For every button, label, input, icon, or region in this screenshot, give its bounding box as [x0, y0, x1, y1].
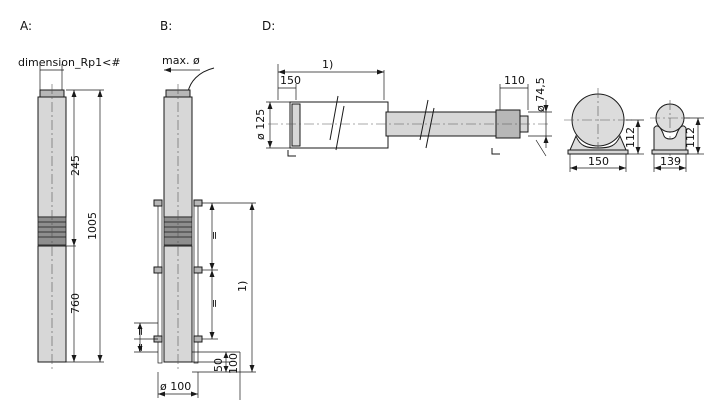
- cradle-1-saddle: [569, 134, 627, 151]
- dimension-150-left: 150: [280, 74, 301, 87]
- diameter-125: ø 125: [254, 109, 267, 140]
- cradle-1-width: 150: [588, 155, 609, 168]
- support-right: [491, 148, 500, 155]
- equal-mark-4: =: [134, 343, 147, 352]
- sleeve-flange: [291, 103, 301, 147]
- equal-mark-2: =: [208, 299, 221, 308]
- pump-a: [37, 84, 67, 370]
- view-d-label: D:: [262, 19, 275, 33]
- cradle-1-base: [567, 149, 629, 155]
- cradle-2-width: 139: [660, 155, 681, 168]
- break-mark-2: [419, 99, 435, 149]
- dimension-760: 760: [69, 293, 82, 314]
- cradle-2-height: 112: [684, 127, 697, 148]
- cradle-2-base: [651, 149, 689, 155]
- support-left: [287, 150, 296, 157]
- cradle-1: 150 112: [564, 88, 644, 172]
- dimension-100: 100: [227, 353, 240, 374]
- view-b-max-diameter: max. ø: [162, 54, 200, 67]
- equal-mark-3: =: [134, 327, 147, 336]
- cradle-2: 139 112: [650, 100, 704, 172]
- diameter-100: ø 100: [160, 380, 191, 393]
- cradle-2-saddle: [653, 125, 687, 151]
- dimension-110: 110: [504, 74, 525, 87]
- equal-mark-1: =: [208, 231, 221, 240]
- dimension-245: 245: [69, 155, 82, 176]
- pump-d: [268, 95, 548, 157]
- break-mark-1: [329, 95, 345, 151]
- pump-b: [163, 84, 193, 372]
- dimension-1005: 1005: [86, 212, 99, 240]
- view-a-connection-label: dimension_Rp1<#: [18, 56, 121, 69]
- diameter-74: ø 74,5: [534, 77, 547, 112]
- flow-sleeve: [289, 101, 389, 149]
- dimension-50: 50: [212, 358, 225, 372]
- dimension-length-b: 1): [236, 281, 249, 292]
- dimension-length-d: 1): [322, 58, 333, 71]
- view-b-label: B:: [160, 19, 172, 33]
- view-d: D: 1) 150 ø 125: [254, 19, 704, 172]
- view-a-label: A:: [20, 19, 32, 33]
- cradle-1-height: 112: [624, 127, 637, 148]
- view-a: A: dimension_Rp1<# 245 760: [18, 19, 121, 370]
- power-cable: [187, 67, 215, 93]
- view-b: B: max. ø: [134, 19, 256, 400]
